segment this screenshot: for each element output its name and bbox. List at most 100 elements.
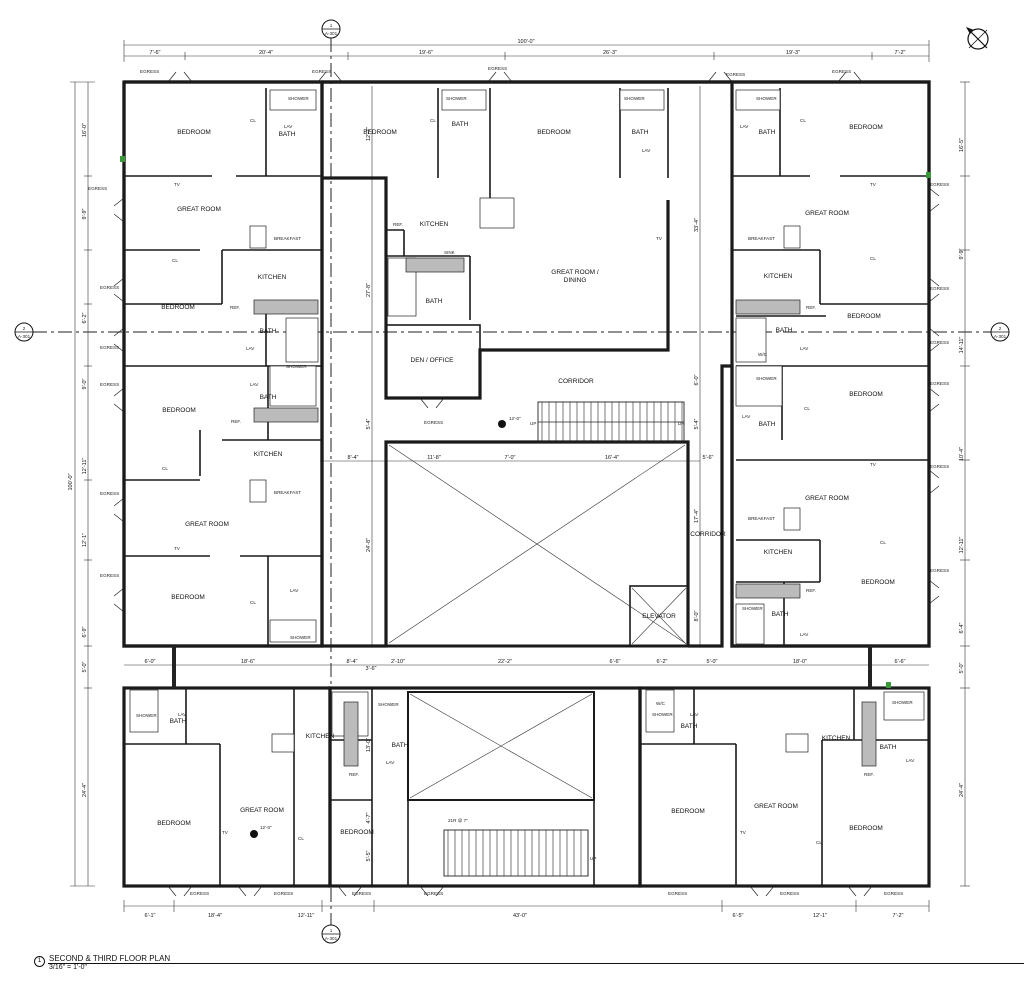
svg-text:GREAT ROOM: GREAT ROOM bbox=[805, 210, 849, 217]
svg-text:43'-0": 43'-0" bbox=[513, 913, 527, 919]
svg-text:26'-3": 26'-3" bbox=[603, 50, 617, 56]
lower-right-unit-wall bbox=[638, 686, 931, 888]
svg-text:EGRESS: EGRESS bbox=[424, 891, 443, 896]
svg-text:24'-4": 24'-4" bbox=[82, 783, 88, 797]
svg-text:6'-6": 6'-6" bbox=[610, 659, 621, 665]
svg-text:10'-4": 10'-4" bbox=[959, 447, 965, 461]
svg-text:DN: DN bbox=[678, 421, 685, 426]
svg-text:W/C: W/C bbox=[656, 701, 666, 706]
svg-text:CL: CL bbox=[816, 840, 822, 845]
svg-text:BEDROOM: BEDROOM bbox=[177, 129, 211, 136]
svg-text:5'-4": 5'-4" bbox=[694, 418, 700, 429]
svg-text:19'-3": 19'-3" bbox=[786, 50, 800, 56]
svg-text:BATH: BATH bbox=[426, 298, 443, 305]
egress-window-swing bbox=[749, 885, 775, 897]
svg-text:SHOWER: SHOWER bbox=[756, 96, 777, 101]
svg-text:BEDROOM: BEDROOM bbox=[161, 304, 195, 311]
svg-text:SHOWER: SHOWER bbox=[652, 712, 673, 717]
svg-text:20'-4": 20'-4" bbox=[259, 50, 273, 56]
left-wing-wall bbox=[122, 80, 324, 648]
lower-row-dimension-string: 6'-0" 18'-6" 8'-4" 3'-6" 2'-10" 22'-2" 6… bbox=[124, 659, 929, 672]
svg-text:EGRESS: EGRESS bbox=[274, 891, 293, 896]
svg-text:BREAKFAST: BREAKFAST bbox=[274, 236, 301, 241]
interior-vertical-dims: 12'-7" 27'-8" 5'-4" 24'-8" 33'-4" 6'-0" … bbox=[366, 86, 701, 861]
svg-text:EGRESS: EGRESS bbox=[100, 285, 119, 290]
svg-text:GREAT ROOM: GREAT ROOM bbox=[805, 495, 849, 502]
egress-window-swing bbox=[837, 71, 863, 83]
svg-text:5'-5": 5'-5" bbox=[366, 850, 372, 861]
svg-text:CL: CL bbox=[250, 600, 256, 605]
svg-text:TV: TV bbox=[174, 546, 181, 551]
egress-window-swing bbox=[113, 387, 125, 413]
svg-text:18'-0": 18'-0" bbox=[793, 659, 807, 665]
svg-text:19'-6": 19'-6" bbox=[419, 50, 433, 56]
svg-text:BEDROOM: BEDROOM bbox=[363, 129, 397, 136]
svg-text:ELEVATOR: ELEVATOR bbox=[642, 613, 676, 620]
svg-text:REF.: REF. bbox=[806, 305, 816, 310]
svg-text:EGRESS: EGRESS bbox=[424, 420, 443, 425]
svg-text:TV: TV bbox=[870, 182, 877, 187]
right-wing-wall bbox=[730, 80, 931, 648]
bottom-dimension-string: 6'-1" 18'-4" 12'-11" 43'-0" 6'-5" 12'-1"… bbox=[123, 900, 930, 919]
svg-text:SHOWER: SHOWER bbox=[290, 635, 311, 640]
svg-text:LAV: LAV bbox=[740, 124, 749, 129]
interior-partitions bbox=[124, 88, 929, 886]
egress-window-swing bbox=[113, 587, 125, 613]
svg-text:SHOWER: SHOWER bbox=[288, 96, 309, 101]
floor-plan-drawing: 1 A-301 1 A-301 2 A-301 2 A-301 100'-0" … bbox=[14, 19, 1010, 944]
svg-text:BEDROOM: BEDROOM bbox=[849, 825, 883, 832]
svg-text:2: 2 bbox=[23, 326, 26, 331]
elevator-shaft: ELEVATOR bbox=[629, 585, 689, 647]
svg-text:16'-5": 16'-5" bbox=[959, 138, 965, 152]
right-dimension-string: 16'-5" 9'-9" 14'-11" 10'-4" 12'-11" 6'-4… bbox=[959, 81, 970, 887]
svg-text:11'-8": 11'-8" bbox=[427, 455, 441, 461]
north-arrow-icon bbox=[966, 27, 989, 50]
svg-text:EGRESS: EGRESS bbox=[930, 286, 949, 291]
svg-text:17'-4": 17'-4" bbox=[694, 509, 700, 523]
svg-text:LAV: LAV bbox=[386, 760, 395, 765]
svg-text:LAV: LAV bbox=[246, 346, 255, 351]
svg-text:SHOWER: SHOWER bbox=[756, 376, 777, 381]
svg-text:BATH: BATH bbox=[759, 129, 776, 136]
svg-text:LAV: LAV bbox=[290, 588, 299, 593]
svg-text:BATH: BATH bbox=[260, 394, 277, 401]
svg-text:6'-6": 6'-6" bbox=[895, 659, 906, 665]
svg-text:12'-7": 12'-7" bbox=[366, 127, 372, 141]
egress-window-swing bbox=[707, 71, 733, 83]
egress-window-swing bbox=[167, 71, 193, 83]
svg-text:BEDROOM: BEDROOM bbox=[162, 407, 196, 414]
egress-window-swing bbox=[167, 885, 193, 897]
svg-text:12'-11": 12'-11" bbox=[82, 458, 88, 475]
section-marker-right: 2 A-301 bbox=[990, 322, 1010, 342]
svg-text:CL: CL bbox=[172, 258, 178, 263]
svg-text:9'-0": 9'-0" bbox=[82, 378, 88, 389]
svg-text:7'-2": 7'-2" bbox=[893, 913, 904, 919]
svg-text:13'-0": 13'-0" bbox=[366, 738, 372, 752]
drawing-title: SECOND & THIRD FLOOR PLAN bbox=[49, 954, 171, 963]
egress-window-swing bbox=[317, 71, 343, 83]
svg-text:TV: TV bbox=[174, 182, 181, 187]
svg-text:6'-5": 6'-5" bbox=[733, 913, 744, 919]
svg-text:2: 2 bbox=[999, 326, 1002, 331]
upper-exterior-wall bbox=[122, 80, 931, 648]
svg-text:EGRESS: EGRESS bbox=[312, 69, 331, 74]
section-marker-bottom: 1 A-301 bbox=[321, 924, 341, 944]
lower-opening-below bbox=[407, 691, 595, 801]
svg-text:5'-4": 5'-4" bbox=[366, 418, 372, 429]
svg-text:TV: TV bbox=[740, 830, 747, 835]
svg-text:SHOWER: SHOWER bbox=[742, 606, 763, 611]
svg-text:7'-2": 7'-2" bbox=[895, 50, 906, 56]
egress-window-swing bbox=[928, 387, 940, 413]
svg-text:EGRESS: EGRESS bbox=[100, 573, 119, 578]
svg-text:KITCHEN: KITCHEN bbox=[764, 549, 793, 556]
svg-text:CL: CL bbox=[880, 540, 886, 545]
section-marker-top: 1 A-301 bbox=[321, 19, 341, 39]
svg-text:BEDROOM: BEDROOM bbox=[671, 808, 705, 815]
left-dimension-string: 100'-0" 16'-0" 9'-9" 6'-2" 9'-0" 12'-11"… bbox=[68, 81, 95, 887]
svg-text:REF.: REF. bbox=[230, 305, 240, 310]
svg-text:BEDROOM: BEDROOM bbox=[171, 594, 205, 601]
caption-rule bbox=[48, 963, 1024, 964]
egress-window-swing bbox=[928, 579, 940, 605]
svg-text:BATH: BATH bbox=[681, 723, 698, 730]
accent-markers bbox=[120, 156, 931, 688]
